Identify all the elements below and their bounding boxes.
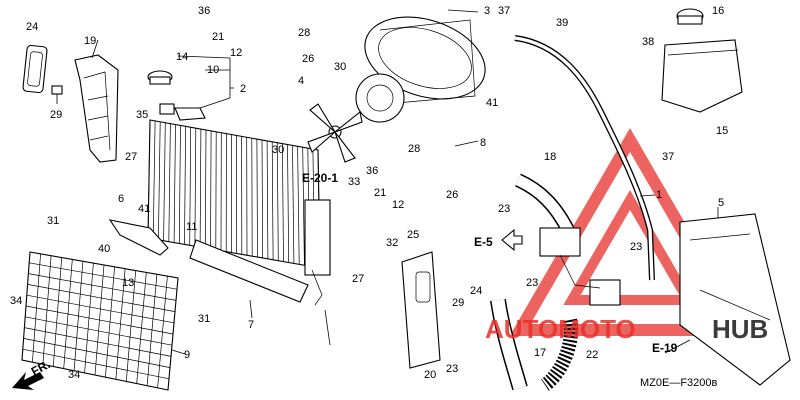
callout-22: 22 [586, 349, 598, 361]
callout-13: 13 [122, 277, 134, 289]
callout-2: 2 [240, 83, 246, 95]
callout-27-b: 27 [352, 273, 364, 285]
callout-12: 12 [230, 47, 242, 59]
watermark-triangle-inner [563, 190, 697, 305]
part-9-grille [21, 251, 179, 391]
part-7-foam-strip [189, 239, 309, 303]
callout-35: 35 [136, 109, 148, 121]
callout-23-a: 23 [498, 203, 510, 215]
callout-9: 9 [184, 349, 190, 361]
callout-34: 34 [10, 295, 22, 307]
callout-26-b: 26 [446, 189, 458, 201]
callout-41-b: 41 [138, 203, 150, 215]
part-39-hose [514, 35, 655, 281]
callout-26: 26 [302, 53, 314, 65]
callout-30-b: 30 [272, 144, 284, 156]
ref-e19: E-19 [652, 341, 678, 355]
callout-30: 30 [334, 61, 346, 73]
callout-37: 37 [498, 5, 510, 17]
callout-41: 41 [486, 97, 498, 109]
callout-40: 40 [98, 243, 110, 255]
part-5-cover [679, 213, 791, 386]
callout-6: 6 [118, 193, 124, 205]
ref-e5: E-5 [474, 235, 493, 249]
catalog-code: MZ0E—F3200в [640, 377, 718, 389]
callout-31: 31 [47, 215, 59, 227]
callout-3: 3 [484, 5, 490, 17]
callout-11: 11 [186, 221, 197, 233]
callout-17: 17 [534, 347, 546, 359]
part-2-radiator [147, 103, 331, 306]
callout-23-d: 23 [446, 363, 458, 375]
part-20-shroud-guard [401, 251, 441, 369]
callout-7: 7 [248, 319, 254, 331]
part-29-bolt [51, 85, 63, 104]
callout-39: 39 [556, 17, 568, 29]
callout-14: 14 [176, 51, 188, 63]
leader-lines [91, 9, 719, 355]
part-4-fan [307, 103, 363, 163]
callout-12-b: 12 [392, 199, 404, 211]
callout-20: 20 [424, 369, 436, 381]
watermark-text-part1: AUTOMOTO [485, 314, 636, 344]
callout-21-b: 21 [374, 187, 386, 199]
callout-10: 10 [207, 64, 219, 76]
part-18-hose [514, 173, 575, 234]
watermark-text: AUTOMOTO HUB [485, 314, 768, 344]
callout-5: 5 [718, 197, 724, 209]
part-3-fan-shroud [364, 16, 486, 105]
part-17-hose [490, 298, 528, 391]
callout-1: 1 [656, 189, 662, 201]
callout-27: 27 [125, 151, 137, 163]
callout-8: 8 [480, 137, 486, 149]
callout-15: 15 [716, 125, 728, 137]
callout-24-b: 24 [470, 285, 482, 297]
callout-28: 28 [298, 27, 310, 39]
callout-28-b: 28 [408, 143, 420, 155]
callout-24: 24 [26, 21, 38, 33]
part-24-pad [22, 44, 48, 94]
part-6-bracket [108, 219, 169, 256]
thermostat-housing [539, 227, 621, 306]
callout-23-c: 23 [526, 277, 538, 289]
callout-25: 25 [407, 229, 419, 241]
callout-36-b: 36 [366, 165, 378, 177]
callout-numbers: 24 19 29 36 21 28 12 26 14 10 2 35 27 3 … [10, 5, 728, 381]
callout-18: 18 [544, 151, 556, 163]
callout-29: 29 [50, 109, 62, 121]
callout-37-b: 37 [662, 151, 674, 163]
callout-36: 36 [198, 5, 210, 17]
callout-31-b: 31 [198, 313, 210, 325]
fan-motor [355, 73, 405, 123]
callout-32: 32 [386, 237, 398, 249]
callout-21: 21 [212, 31, 224, 43]
callout-34-b: 34 [68, 369, 80, 381]
callout-16: 16 [712, 5, 724, 17]
part-10-radiator-cap [147, 70, 173, 85]
callout-33: 33 [348, 176, 360, 188]
ref-e20-1: E-20-1 [302, 171, 338, 185]
callout-19: 19 [84, 35, 96, 47]
watermark-text-part2: HUB [712, 314, 768, 344]
part-19-side-cover [74, 54, 119, 163]
part-16-tank-cap [676, 8, 704, 25]
callout-23-b: 23 [630, 241, 642, 253]
callout-4: 4 [298, 75, 304, 87]
part-15-reserve-tank [661, 39, 743, 113]
callout-38: 38 [642, 36, 654, 48]
callout-29-b: 29 [452, 297, 464, 309]
e5-direction-arrow [501, 228, 523, 252]
